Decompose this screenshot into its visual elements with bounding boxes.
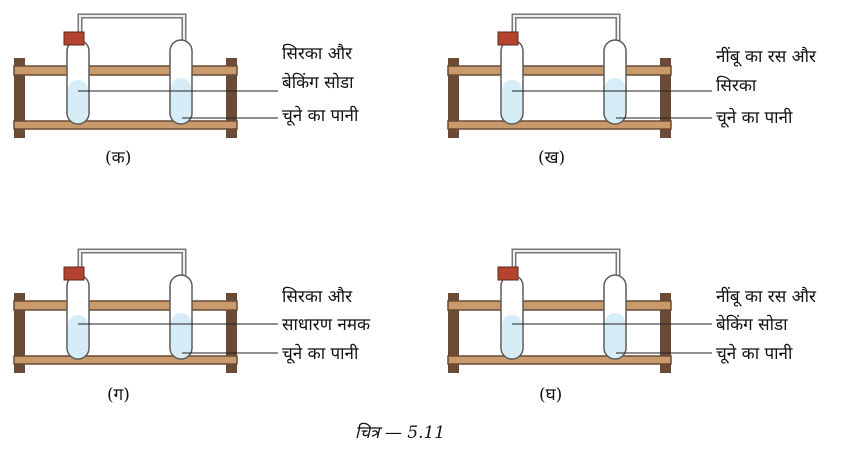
rack-bottom-rail bbox=[447, 120, 672, 130]
label-reagent-line2: सिरका bbox=[716, 76, 757, 96]
stopper bbox=[63, 266, 85, 281]
rack-top-rail bbox=[13, 65, 238, 76]
panel-ga: सिरका और साधारण नमक चूने का पानी (ग) bbox=[0, 235, 427, 435]
rack-top-rail bbox=[13, 300, 238, 311]
label-limewater: चूने का पानी bbox=[282, 344, 359, 364]
rack-bottom-rail bbox=[13, 355, 238, 365]
panel-caption: (घ) bbox=[539, 385, 563, 405]
panel-ka: सिरका और बेकिंग सोडा चूने का पानी (क) bbox=[0, 0, 427, 200]
panel-gha: नींबू का रस और बेकिंग सोडा चूने का पानी … bbox=[434, 235, 854, 435]
label-reagent-line2: बेकिंग सोडा bbox=[716, 315, 788, 335]
panel-caption: (ख) bbox=[538, 148, 566, 168]
rack-post-left bbox=[14, 293, 25, 373]
stopper bbox=[63, 31, 85, 46]
panel-kha: नींबू का रस और सिरका चूने का पानी (ख) bbox=[434, 0, 854, 200]
rack-post-right bbox=[660, 293, 671, 373]
rack-post-right bbox=[226, 58, 237, 138]
rack-post-left bbox=[448, 58, 459, 138]
label-reagent-line1: नींबू का रस और bbox=[716, 287, 817, 307]
rack-top-rail bbox=[447, 65, 672, 76]
label-limewater: चूने का पानी bbox=[716, 108, 793, 128]
rack-post-right bbox=[660, 58, 671, 138]
rack-top-rail bbox=[447, 300, 672, 311]
apparatus-diagram bbox=[447, 248, 712, 373]
rack-bottom-rail bbox=[13, 120, 238, 130]
apparatus-diagram bbox=[13, 248, 278, 373]
rack-post-right bbox=[226, 293, 237, 373]
stopper bbox=[497, 31, 519, 46]
label-reagent-line1: सिरका और bbox=[282, 44, 353, 64]
panel-caption: (क) bbox=[105, 148, 132, 168]
rack-bottom-rail bbox=[447, 355, 672, 365]
rack-post-left bbox=[448, 293, 459, 373]
figure-caption: चित्र — 5.11 bbox=[354, 423, 446, 443]
stopper bbox=[497, 266, 519, 281]
label-limewater: चूने का पानी bbox=[282, 106, 359, 126]
apparatus-diagram bbox=[13, 13, 278, 138]
apparatus-diagram bbox=[447, 13, 712, 138]
label-reagent-line1: सिरका और bbox=[282, 287, 353, 307]
label-limewater: चूने का पानी bbox=[716, 344, 793, 364]
label-reagent-line2: साधारण नमक bbox=[282, 315, 371, 335]
panel-caption: (ग) bbox=[107, 385, 130, 405]
rack-post-left bbox=[14, 58, 25, 138]
label-reagent-line2: बेकिंग सोडा bbox=[282, 73, 354, 93]
label-reagent-line1: नींबू का रस और bbox=[716, 47, 817, 67]
